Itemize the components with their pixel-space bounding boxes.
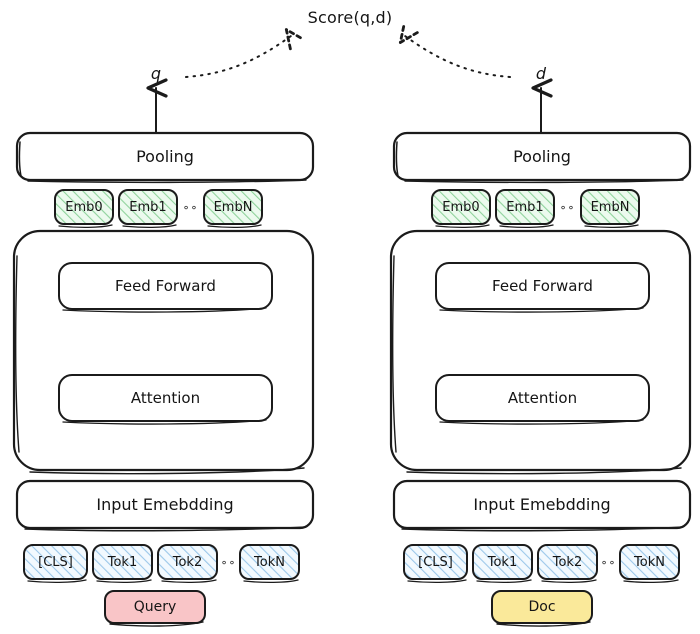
doc-embedding-1 xyxy=(495,189,555,229)
doc-token-n xyxy=(619,544,680,584)
score-connector-query xyxy=(185,36,291,78)
doc-feed-forward-box xyxy=(435,262,650,313)
doc-token-cls xyxy=(403,544,468,584)
doc-attention-box xyxy=(435,374,650,425)
query-attention-box xyxy=(58,374,273,425)
query-input-embedding-box xyxy=(15,479,315,532)
doc-embedding-n xyxy=(580,189,640,229)
query-token-1 xyxy=(92,544,153,584)
query-token-cls xyxy=(23,544,88,584)
query-feed-forward-box xyxy=(58,262,273,313)
doc-embedding-0 xyxy=(431,189,491,229)
query-source-pill xyxy=(104,590,206,627)
query-embedding-1 xyxy=(118,189,178,229)
score-connector-doc xyxy=(405,36,511,78)
doc-token-1 xyxy=(472,544,533,584)
doc-source-pill xyxy=(491,590,593,627)
doc-pooling-box xyxy=(392,131,692,184)
query-token-n xyxy=(239,544,300,584)
query-token-2 xyxy=(157,544,218,584)
query-pooling-box xyxy=(15,131,315,184)
query-embedding-0 xyxy=(54,189,114,229)
query-embedding-n xyxy=(203,189,263,229)
doc-input-embedding-box xyxy=(392,479,692,532)
doc-token-2 xyxy=(537,544,598,584)
